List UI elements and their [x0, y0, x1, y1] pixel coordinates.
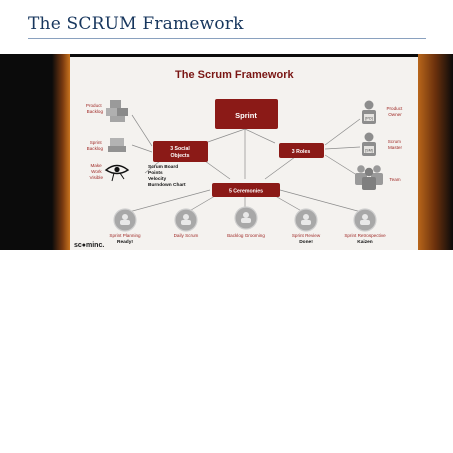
artifact-label-make-work-visible: Make Work Visible: [90, 163, 104, 180]
line-cer-1: [124, 189, 211, 214]
role-label-scrum-master: Scrum Master: [388, 139, 403, 150]
line-roles-team: [324, 154, 361, 178]
line-social-sprintbacklog: [131, 144, 153, 153]
ceremony-label-sprint-retrospective: Sprint Retrospective: [344, 233, 386, 238]
ceremony-icons: [113, 206, 377, 232]
sprint-box: [215, 99, 278, 129]
box-icon: [108, 138, 126, 152]
ceremony-label-backlog-grooming: Backlog Grooming: [227, 233, 265, 238]
right-edge-glow: [418, 54, 453, 250]
line-sprint-social: [204, 128, 246, 144]
ceremony-sub-sprint-planning: Ready!: [117, 239, 133, 245]
line-roles-po: [324, 118, 361, 146]
daily-scrum-icon: [174, 208, 198, 232]
ceremony-label-sprint-planning: Sprint Planning: [109, 233, 141, 238]
scruminc-logo: sc●minc.: [74, 242, 104, 249]
boxes-icon: [106, 100, 128, 122]
document-title: The SCRUM Framework: [28, 14, 244, 34]
line-cer-5: [279, 189, 366, 214]
backlog-grooming-icon: [234, 206, 258, 230]
scrum-master-icon: [SM]: [362, 132, 376, 156]
ceremony-sub-sprint-retrospective: Kaizen: [357, 239, 373, 245]
ceremonies-label: 5 Ceremonies: [229, 189, 263, 195]
eye-icon: [104, 164, 130, 182]
sprint-retrospective-icon: [353, 208, 377, 232]
ceremony-label-sprint-review: Sprint Review: [292, 233, 321, 238]
sprint-review-icon: [294, 208, 318, 232]
left-edge-glow: [52, 54, 70, 250]
scrum-framework-slide: The Scrum Framework Sprint 3 Social Obje…: [70, 57, 418, 250]
title-rule: [28, 38, 426, 39]
line-roles-sm: [324, 146, 361, 150]
sm-badge: [SM]: [365, 149, 372, 153]
social-objects-label-1: 3 Social: [170, 146, 190, 152]
roles-label: 3 Roles: [292, 149, 311, 155]
role-label-team: Team: [389, 177, 400, 182]
sprint-label: Sprint: [235, 111, 257, 120]
line-sprint-roles: [244, 128, 276, 144]
connector-lines: [124, 114, 366, 214]
ceremony-sub-sprint-review: Done!: [299, 239, 313, 245]
line-social-visible: [144, 160, 161, 174]
social-objects-label-2: Objects: [170, 153, 189, 159]
sprint-planning-icon: [113, 208, 137, 232]
slide-title: The Scrum Framework: [175, 69, 294, 81]
role-label-product-owner: Product Owner: [386, 106, 403, 117]
product-owner-icon: [PO]: [362, 100, 376, 124]
artifact-label-product-backlog: Product Backlog: [86, 103, 104, 114]
visible-items-list: Scrum Board Points Velocity Burndown Cha…: [148, 164, 186, 188]
artifact-label-sprint-backlog: Sprint Backlog: [87, 140, 104, 151]
line-social-ceremonies: [204, 160, 231, 180]
ceremonies-box: [212, 183, 280, 197]
roles-box: [279, 143, 324, 158]
po-badge: [PO]: [365, 117, 372, 121]
video-frame: The Scrum Framework Sprint 3 Social Obje…: [0, 54, 453, 250]
ceremony-label-daily-scrum: Daily Scrum: [174, 233, 199, 238]
team-icon: [355, 165, 383, 190]
line-roles-ceremonies: [264, 156, 296, 180]
line-social-productbacklog: [131, 114, 153, 147]
social-objects-box: [153, 141, 208, 162]
scrum-framework-diagram: The Scrum Framework Sprint 3 Social Obje…: [74, 69, 403, 249]
